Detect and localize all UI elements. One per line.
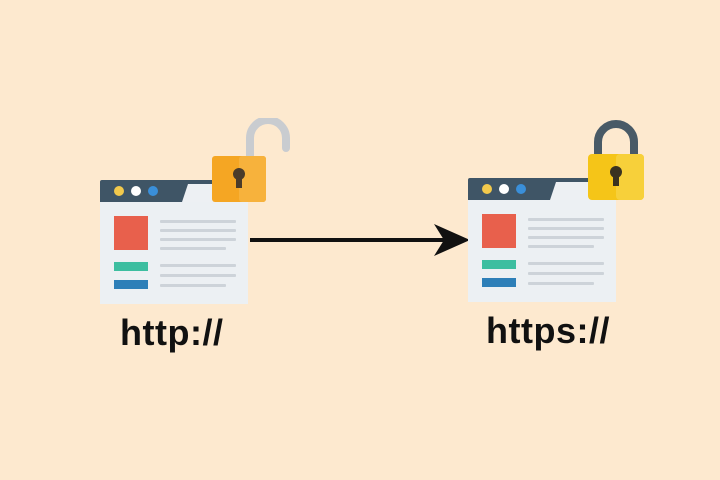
window-body	[468, 200, 616, 302]
content-line	[528, 282, 594, 285]
content-teal-bar	[114, 262, 148, 271]
content-line	[528, 272, 604, 275]
content-line	[528, 227, 604, 230]
open-padlock-icon	[212, 118, 290, 202]
content-line	[160, 274, 236, 277]
content-blue-bar	[482, 278, 516, 287]
content-line	[528, 262, 604, 265]
window-dot-white	[499, 184, 509, 194]
window-dot-white	[131, 186, 141, 196]
closed-padlock-icon	[588, 120, 644, 200]
arrow-right-icon	[250, 224, 470, 256]
window-dot-blue	[148, 186, 158, 196]
window-dot-yellow	[482, 184, 492, 194]
content-line	[160, 284, 226, 287]
content-line	[528, 236, 604, 239]
content-line	[160, 220, 236, 223]
content-blue-bar	[114, 280, 148, 289]
content-image-block	[482, 214, 516, 248]
content-line	[160, 247, 226, 250]
window-dot-blue	[516, 184, 526, 194]
content-teal-bar	[482, 260, 516, 269]
content-image-block	[114, 216, 148, 250]
content-line	[160, 264, 236, 267]
window-body	[100, 202, 248, 304]
content-line	[160, 229, 236, 232]
content-line	[528, 245, 594, 248]
content-line	[160, 238, 236, 241]
content-line	[528, 218, 604, 221]
browser-window-http	[100, 180, 248, 304]
http-label: http://	[120, 312, 224, 353]
window-dot-yellow	[114, 186, 124, 196]
https-label: https://	[486, 310, 610, 351]
